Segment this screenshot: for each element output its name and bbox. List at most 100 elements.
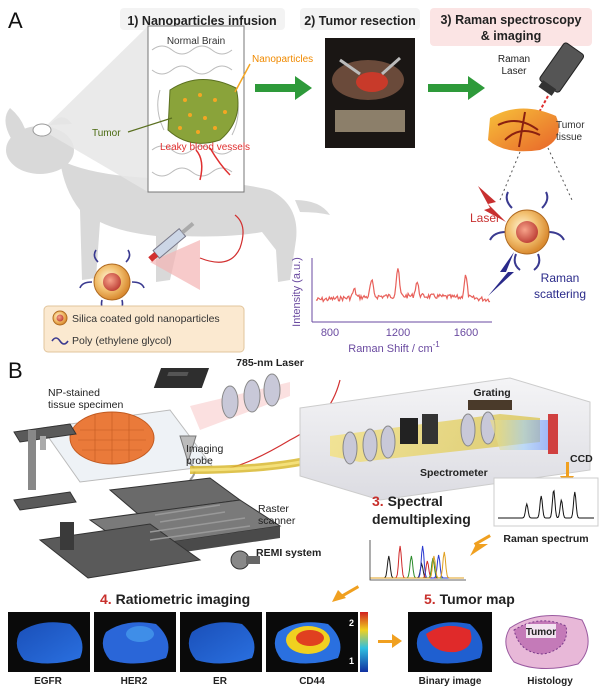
image-er: ER — [180, 612, 262, 686]
cd44-label: CD44 — [299, 676, 325, 686]
scattering-bolt-icon — [488, 252, 514, 296]
tumor-tissue-label: Tumor — [556, 120, 585, 131]
demux-spectra — [369, 540, 466, 581]
raman-laser-label-line2: Laser — [501, 66, 527, 77]
legend-silica-label: Silica coated gold nanoparticles — [72, 313, 220, 325]
raman-scattering-label: Raman — [541, 271, 580, 285]
binary-image: Binary image — [408, 612, 492, 686]
demux-spectrum-line — [370, 555, 464, 579]
green-arrow-2 — [428, 76, 485, 100]
spectrometer-label: Spectrometer — [420, 467, 488, 479]
image-cd44: 2 1 CD44 — [266, 612, 368, 686]
mirror-block — [422, 414, 438, 444]
imaging-probe-label-line2: probe — [186, 455, 213, 467]
dispersed-light — [490, 420, 558, 450]
step-2-header — [300, 8, 420, 30]
peg-icon — [51, 337, 69, 345]
tumor-tissue-label-line2: tissue — [556, 132, 583, 143]
step-3-title: 3) Raman spectroscopy — [440, 13, 581, 27]
tumor-tissue — [488, 108, 559, 152]
demux-axes — [369, 540, 466, 581]
tissue-vessels — [497, 111, 541, 148]
spectrum-line — [315, 268, 491, 303]
step3-label-line2: demultiplexing — [372, 511, 471, 527]
colorbar-tick-1: 1 — [349, 656, 354, 666]
histology-label: Histology — [527, 676, 573, 686]
step4-label: 4. Ratiometric imaging — [100, 591, 250, 607]
legend-peg-label: Poly (ethylene glycol) — [72, 335, 172, 347]
nanoparticles-pointer — [234, 63, 251, 93]
raman-laser-label: Raman — [498, 54, 530, 65]
raman-spectrum-label: Raman spectrum — [503, 533, 588, 545]
specimen-label-line2: tissue specimen — [48, 399, 123, 411]
raman-scattering-label-line2: scattering — [534, 287, 586, 301]
step-1-title: 1) Nanoparticles infusion — [127, 14, 276, 28]
raster-label-line2: scanner — [258, 515, 296, 527]
step-1-header — [120, 8, 285, 30]
raman-spectrum-box — [493, 477, 599, 527]
brain-folds — [151, 45, 239, 177]
spectrum-ylabel: Intensity (a.u.) — [291, 257, 303, 327]
tumor-label: Tumor — [92, 128, 121, 139]
tick-1200: 1200 — [386, 327, 410, 339]
zoom-cone — [42, 26, 148, 192]
step3-label: 3. Spectral — [372, 493, 443, 509]
tick-1600: 1600 — [454, 327, 478, 339]
raster-label: Raster — [258, 503, 289, 515]
raman-laser-device — [538, 42, 585, 96]
leaky-vessels — [195, 147, 231, 181]
laser-unit — [153, 368, 210, 388]
surgery-tissue — [356, 72, 388, 92]
specimen-grid — [78, 412, 146, 464]
step-3-header — [430, 8, 592, 46]
brain-spot — [32, 123, 52, 137]
histology-image: Tumor Histology — [505, 615, 589, 686]
laser-785-label: 785-nm Laser — [236, 357, 304, 369]
colorbar — [360, 612, 368, 672]
nanoparticles-label: Nanoparticles — [252, 54, 313, 65]
orange-arrow-map — [378, 634, 402, 648]
ccd-sensor — [548, 414, 558, 454]
demux-spectrum-line — [370, 555, 464, 579]
image-egfr: EGFR — [8, 612, 90, 686]
her2-label: HER2 — [121, 676, 148, 686]
colorbar-tick-2: 2 — [349, 618, 354, 628]
imaging-probe-shape — [179, 435, 197, 464]
laser-bolt-icon — [478, 186, 506, 222]
laser-lenses — [221, 373, 281, 419]
grating-label: Grating — [473, 387, 510, 399]
green-arrow-1 — [255, 76, 312, 100]
specimen-holder — [13, 423, 77, 511]
normal-brain-label: Normal Brain — [167, 36, 225, 47]
histology-tumor-label: Tumor — [526, 627, 556, 638]
tumor-pointer — [127, 117, 173, 133]
surgery-tools — [339, 56, 401, 76]
tick-800: 800 — [321, 327, 339, 339]
silica-np-core-icon — [56, 314, 64, 322]
demux-spectrum-line — [370, 551, 464, 579]
egfr-label: EGFR — [34, 676, 63, 686]
raman-spectrum-plot: Intensity (a.u.) 800 1200 1600 Raman Shi… — [291, 257, 492, 355]
legend-box — [43, 305, 245, 353]
panel-b-label: B — [8, 358, 23, 383]
nanoparticle-large — [489, 191, 565, 271]
demux-spectrum-line — [370, 545, 464, 579]
laser-label: Laser — [470, 211, 500, 225]
panel-a-label: A — [8, 8, 23, 33]
injection-illustration — [79, 214, 244, 313]
tumor-shape — [167, 79, 239, 144]
ccd-label: CCD — [570, 453, 593, 465]
binary-label: Binary image — [419, 676, 482, 686]
orange-arrow-demux — [470, 534, 491, 556]
er-label: ER — [213, 676, 228, 686]
step-3-title-line2: & imaging — [481, 29, 541, 43]
step-2-title: 2) Tumor resection — [304, 14, 416, 28]
leaky-vessels-label: Leaky blood vessels — [160, 142, 250, 153]
raman-spectrum-b-line — [498, 489, 594, 519]
nanoparticle-dots — [178, 93, 227, 134]
step5-label: 5. Tumor map — [424, 591, 515, 607]
demux-spectrum-line — [370, 545, 464, 579]
specimen-label: NP-stained — [48, 387, 100, 399]
